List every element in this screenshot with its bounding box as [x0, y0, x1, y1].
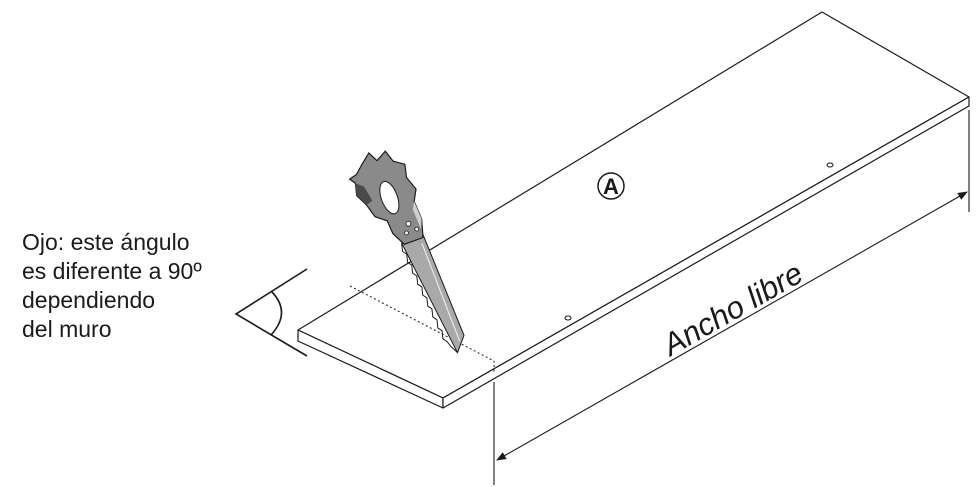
dimension-ancho-libre — [493, 110, 970, 485]
cut-line — [349, 285, 495, 372]
saw-handle-shade — [355, 183, 373, 205]
angle-warning-note: Ojo: este ángulo es diferente a 90º depe… — [22, 228, 262, 344]
saw-handle-highlight — [412, 201, 422, 230]
note-line: del muro — [22, 316, 112, 342]
note-line: Ojo: este ángulo — [22, 229, 190, 255]
saw-icon — [348, 150, 465, 354]
part-label-text: A — [603, 174, 619, 199]
shelf-hole — [826, 162, 834, 168]
saw-teeth — [401, 243, 458, 354]
saw-handle-grip-hole — [379, 180, 400, 215]
saw-blade-edge — [421, 243, 461, 342]
saw-rivet — [414, 226, 420, 232]
note-line: es diferente a 90º — [22, 258, 202, 284]
eye-angle-icon — [234, 268, 308, 357]
dimension-arrow-line — [496, 191, 968, 461]
saw-rivet — [404, 230, 409, 236]
note-line: dependiendo — [22, 287, 156, 313]
saw-rivet — [405, 220, 412, 227]
